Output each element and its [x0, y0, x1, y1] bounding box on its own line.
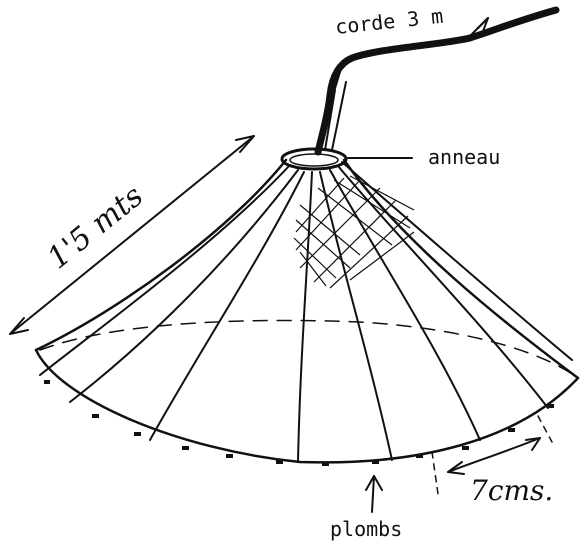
rope-label: corde 3 m — [334, 4, 444, 39]
ring-label: anneau — [428, 145, 500, 169]
net-ribs — [39, 161, 573, 463]
rope-arrow — [467, 17, 489, 39]
weights-pointer — [365, 475, 383, 513]
net-cone — [34, 158, 580, 464]
height-label: 1'5 mts — [41, 179, 150, 277]
ring — [280, 147, 348, 171]
spacing-dimension — [431, 415, 553, 495]
net-mesh — [293, 175, 415, 289]
height-dimension — [9, 135, 255, 335]
lead-weights — [44, 380, 554, 466]
rope — [314, 6, 560, 156]
spacing-label: 7cms. — [470, 474, 553, 507]
weights-label: plombs — [330, 517, 402, 541]
